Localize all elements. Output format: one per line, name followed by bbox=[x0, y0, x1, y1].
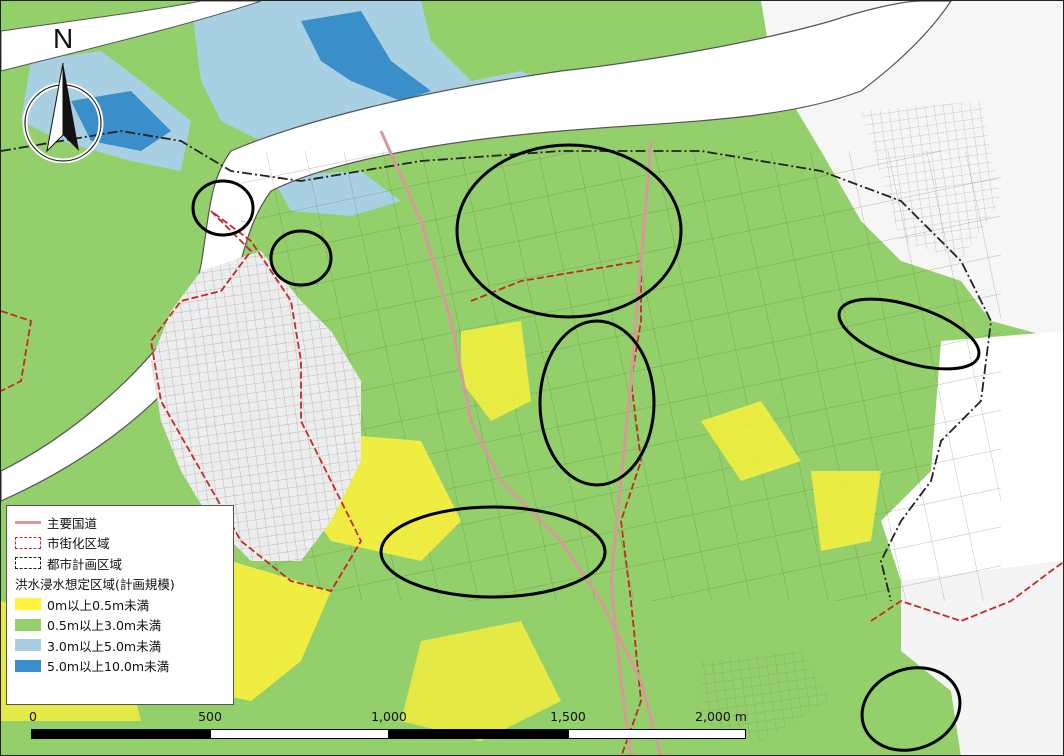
legend-item-flood-2: 3.0m以上5.0m未満 bbox=[15, 635, 225, 656]
legend-flood-title: 洪水浸水想定区域(計画規模) bbox=[15, 577, 175, 593]
legend-item-national-road: 主要国道 bbox=[15, 512, 225, 533]
highlight-ellipse-5 bbox=[538, 319, 656, 487]
legend-label: 3.0m以上5.0m未満 bbox=[47, 638, 162, 654]
non-flood-area-southeast bbox=[901, 561, 1063, 755]
legend-swatch-green bbox=[15, 618, 41, 631]
scale-segment bbox=[568, 729, 746, 739]
national-road-1 bbox=[379, 130, 663, 755]
scale-label: 0 bbox=[29, 709, 37, 724]
legend-label: 5.0m以上10.0m未満 bbox=[47, 659, 170, 675]
north-arrow-icon bbox=[22, 62, 104, 163]
urbanization-boundary-southeast bbox=[870, 561, 1063, 622]
flood-zone-deeper-north bbox=[301, 11, 431, 101]
legend-symbol-red-dash bbox=[15, 536, 41, 549]
urban-area-northeast bbox=[861, 101, 1001, 261]
urbanization-boundary bbox=[150, 210, 363, 593]
legend-item-flood-1: 0.5m以上3.0m未満 bbox=[15, 615, 225, 636]
legend-swatch-dark-blue bbox=[15, 659, 41, 672]
urbanization-boundary-west bbox=[1, 310, 33, 392]
highlight-ellipse-4 bbox=[837, 297, 981, 371]
scale-segment bbox=[389, 729, 568, 739]
scale-label: 1,500 bbox=[550, 709, 586, 724]
legend-item-flood-3: 5.0m以上10.0m未満 bbox=[15, 656, 225, 677]
legend-item-city-planning-area: 都市計画区域 bbox=[15, 553, 225, 574]
legend-symbol-road bbox=[15, 516, 41, 528]
scale-segment bbox=[210, 729, 389, 739]
legend-item-flood-0: 0m以上0.5m未満 bbox=[15, 594, 225, 615]
highlight-ellipse-1 bbox=[191, 179, 255, 237]
scale-label: 500 bbox=[198, 709, 222, 724]
shallow-zone-3 bbox=[461, 321, 531, 421]
legend-label: 主要国道 bbox=[47, 515, 98, 531]
highlight-ellipse-3 bbox=[455, 143, 683, 319]
legend-swatch-yellow bbox=[15, 598, 41, 611]
river-upper bbox=[1, 1, 262, 72]
city-planning-boundary bbox=[1, 130, 992, 602]
map-legend: 主要国道 市街化区域 都市計画区域 洪水浸水想定区域(計画規模) 0m以上0.5… bbox=[6, 505, 234, 705]
legend-label: 市街化区域 bbox=[47, 536, 110, 552]
scale-label: 1,000 bbox=[371, 709, 407, 724]
scale-label: 2,000 m bbox=[695, 709, 747, 724]
shallow-zone-4 bbox=[701, 401, 801, 481]
highlight-ellipse-7 bbox=[860, 666, 962, 752]
scale-bar: 0 500 1,000 1,500 2,000 m bbox=[29, 709, 747, 743]
legend-item-urbanization-area: 市街化区域 bbox=[15, 533, 225, 554]
scale-segment bbox=[31, 729, 210, 739]
urban-area-south bbox=[701, 651, 831, 741]
shallow-zone-5 bbox=[811, 471, 881, 551]
legend-symbol-black-dash bbox=[15, 557, 41, 570]
shallow-zone-6 bbox=[401, 621, 561, 741]
north-letter: N bbox=[53, 23, 74, 54]
legend-swatch-light-blue bbox=[15, 639, 41, 652]
urban-grid bbox=[151, 251, 361, 561]
national-road-2 bbox=[609, 140, 653, 755]
legend-label: 0.5m以上3.0m未満 bbox=[47, 618, 162, 634]
legend-label: 0m以上0.5m未満 bbox=[47, 597, 150, 613]
legend-label: 都市計画区域 bbox=[47, 556, 123, 572]
highlight-ellipse-2 bbox=[269, 229, 333, 287]
highlight-ellipse-6 bbox=[379, 505, 607, 599]
